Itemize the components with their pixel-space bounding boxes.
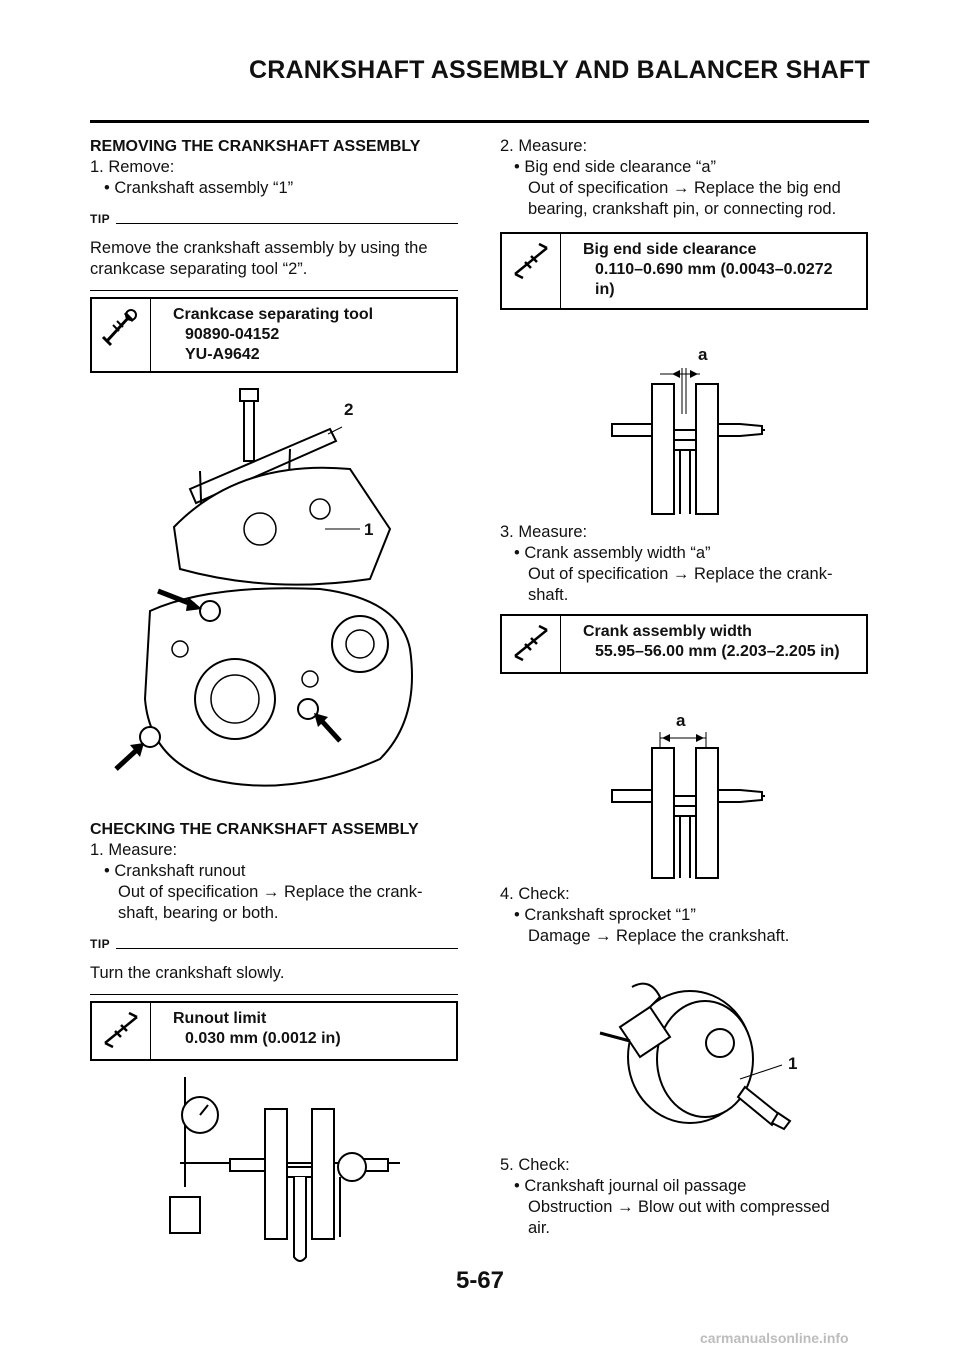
caliper-icon: [502, 234, 561, 308]
page-title: CRANKSHAFT ASSEMBLY AND BALANCER SHAFT: [248, 56, 870, 84]
removing-item-1: • Crankshaft assembly “1”: [104, 179, 294, 197]
tip-end-rule: [90, 994, 458, 995]
right-item-4-detail: Damage → Replace the crankshaft.: [528, 927, 790, 945]
right-column: 2. Measure: • Big end side clearance “a”…: [500, 136, 868, 1239]
spec-box-big-end: Big end side clearance 0.110–0.690 mm (0…: [500, 232, 868, 310]
caliper-icon: [92, 1003, 151, 1059]
checking-heading: CHECKING THE CRANKSHAFT ASSEMBLY: [90, 821, 419, 838]
tip-text: Remove the crankshaft assembly by using …: [90, 239, 428, 278]
callout-2: 2: [344, 400, 354, 419]
page-number: 5-67: [455, 1267, 505, 1294]
right-item-2-detail: bearing, crankshaft pin, or connecting r…: [528, 200, 837, 218]
tip-text: Turn the crankshaft slowly.: [90, 964, 285, 982]
crank-drawing: [611, 732, 765, 879]
right-step-4: 4. Check:: [500, 885, 570, 903]
right-item-2-detail: Out of specification → Replace the big e…: [528, 179, 841, 197]
footer-watermark: carmanualsonline.info: [700, 1330, 849, 1346]
title-rule: [90, 120, 869, 123]
tip-end-rule: [90, 290, 458, 291]
callout-a: a: [676, 711, 686, 730]
right-item-5-detail: air.: [528, 1219, 551, 1237]
right-step-5: 5. Check:: [500, 1156, 570, 1174]
spec-box-runout: Runout limit 0.030 mm (0.0012 in): [90, 1001, 458, 1061]
right-item-2: • Big end side clearance “a”: [514, 158, 717, 176]
caliper-icon: [502, 616, 561, 672]
tip-block-checking: TIP Turn the crankshaft slowly.: [90, 934, 458, 995]
spec-value: 90890-04152: [185, 326, 280, 343]
tip-rule: [116, 215, 458, 224]
crank-drawing: [611, 368, 765, 515]
left-column: REMOVING THE CRANKSHAFT ASSEMBLY 1. Remo…: [90, 136, 458, 1277]
tip-rule: [116, 940, 458, 949]
tip-label: TIP: [90, 212, 111, 226]
spec-title: Crank assembly width: [583, 623, 752, 640]
right-step-3: 3. Measure:: [500, 523, 588, 541]
crank-width-diagram: a: [500, 711, 868, 882]
removing-heading: REMOVING THE CRANKSHAFT ASSEMBLY: [90, 138, 421, 155]
spec-value: 0.110–0.690 mm (0.0043–0.0272: [595, 261, 833, 278]
checking-item-1-detail: shaft, bearing or both.: [118, 904, 279, 922]
right-item-3-detail: Out of specification → Replace the crank…: [528, 565, 833, 583]
crankcase-illustration: 2 1: [90, 379, 458, 811]
spec-text: Crankcase separating tool 90890-04152 YU…: [151, 299, 379, 371]
checking-step-1: 1. Measure:: [90, 841, 178, 859]
right-item-3-detail: shaft.: [528, 586, 569, 604]
tip-header: TIP: [90, 209, 458, 230]
right-item-5: • Crankshaft journal oil passage: [514, 1177, 747, 1195]
callout-1: 1: [364, 520, 374, 539]
tool-icon: [92, 299, 151, 371]
spec-value: in): [595, 281, 615, 298]
tip-label: TIP: [90, 937, 111, 951]
runout-illustration: [90, 1067, 458, 1277]
runout-drawing: [169, 1077, 400, 1262]
spec-title: Big end side clearance: [583, 241, 757, 258]
callout-a: a: [698, 345, 708, 364]
big-end-clearance-diagram: a: [500, 345, 868, 516]
spec-box-separating-tool: Crankcase separating tool 90890-04152 YU…: [90, 297, 458, 373]
checking-item-1-detail: Out of specification → Replace the crank…: [118, 883, 423, 901]
spec-title: Crankcase separating tool: [173, 306, 374, 323]
spec-value: 0.030 mm (0.0012 in): [185, 1030, 341, 1047]
checking-item-1: • Crankshaft runout: [104, 862, 246, 880]
crankshaft-drawing: [599, 982, 792, 1131]
spec-value: 55.95–56.00 mm (2.203–2.205 in): [595, 643, 840, 660]
right-item-4: • Crankshaft sprocket “1”: [514, 906, 696, 924]
spec-text: Crank assembly width 55.95–56.00 mm (2.2…: [561, 616, 846, 672]
spec-text: Runout limit 0.030 mm (0.0012 in): [151, 1003, 347, 1059]
tip-block-removing: TIP Remove the crankshaft assembly by us…: [90, 209, 458, 291]
tip-header: TIP: [90, 934, 458, 955]
spec-text: Big end side clearance 0.110–0.690 mm (0…: [561, 234, 839, 308]
crankcase-drawing: [114, 388, 413, 787]
right-item-3: • Crank assembly width “a”: [514, 544, 711, 562]
right-step-2: 2. Measure:: [500, 137, 588, 155]
callout-1: 1: [788, 1054, 798, 1073]
right-item-5-detail: Obstruction → Blow out with compressed: [528, 1198, 830, 1216]
crankshaft-sprocket-illustration: 1: [500, 967, 868, 1153]
spec-box-crank-width: Crank assembly width 55.95–56.00 mm (2.2…: [500, 614, 868, 674]
spec-value: YU-A9642: [185, 346, 260, 363]
removing-step-1: 1. Remove:: [90, 158, 175, 176]
spec-title: Runout limit: [173, 1010, 267, 1027]
